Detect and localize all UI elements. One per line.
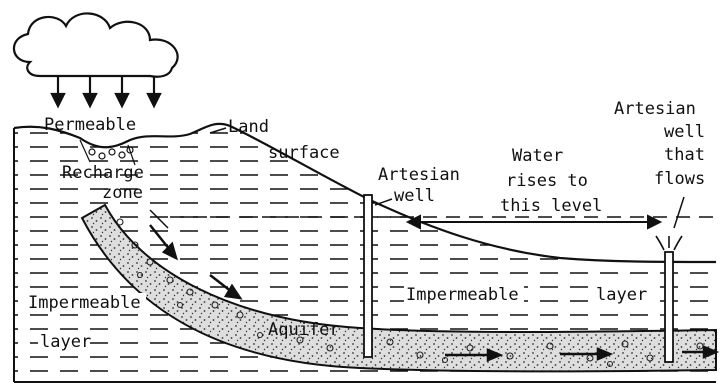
label-artesian-well-line1: Artesian xyxy=(378,165,460,185)
label-impermeable-right-b: layer xyxy=(596,285,647,305)
label-zone: zone xyxy=(102,183,143,203)
water-level-arrow xyxy=(408,216,660,228)
label-surface: surface xyxy=(268,143,340,163)
label-impermeable-left-line1: Impermeable xyxy=(28,293,141,313)
cloud-icon xyxy=(14,13,178,76)
label-land: Land xyxy=(228,117,269,137)
fountain-icon xyxy=(656,236,682,250)
label-water-line1: Water xyxy=(512,146,563,166)
label-permeable: Permeable xyxy=(44,115,136,135)
label-flowing-line4: flows xyxy=(654,169,705,189)
label-aquifer: Aquifer xyxy=(268,320,340,340)
label-recharge: Recharge xyxy=(62,163,144,183)
rain-arrow-icon xyxy=(52,76,160,106)
label-flowing-line3: that xyxy=(664,145,705,165)
label-flowing-line2: well xyxy=(664,122,705,142)
label-impermeable-right-a: Impermeable xyxy=(406,285,519,305)
label-artesian-well-line2: well xyxy=(394,186,435,206)
label-flowing-line1: Artesian xyxy=(614,99,696,119)
label-impermeable-left-line2: layer xyxy=(40,332,91,352)
label-water-line3: this level xyxy=(500,196,602,216)
label-water-line2: rises to xyxy=(506,171,588,191)
